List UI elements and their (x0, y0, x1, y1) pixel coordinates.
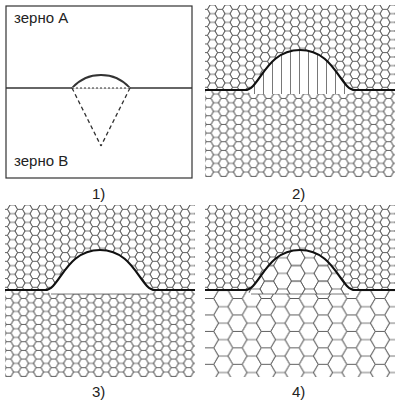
grain-panel (5, 205, 195, 377)
panel-number: 2) (292, 186, 305, 203)
grain-panel (205, 5, 395, 177)
panel-number: 3) (92, 384, 105, 401)
grain-panel (205, 205, 395, 377)
grain-label: зерно B (14, 153, 68, 170)
scheme-panel (6, 6, 192, 178)
panel-number: 4) (292, 384, 305, 401)
panel-number: 1) (92, 186, 105, 203)
grain-label: зерно A (14, 10, 68, 27)
